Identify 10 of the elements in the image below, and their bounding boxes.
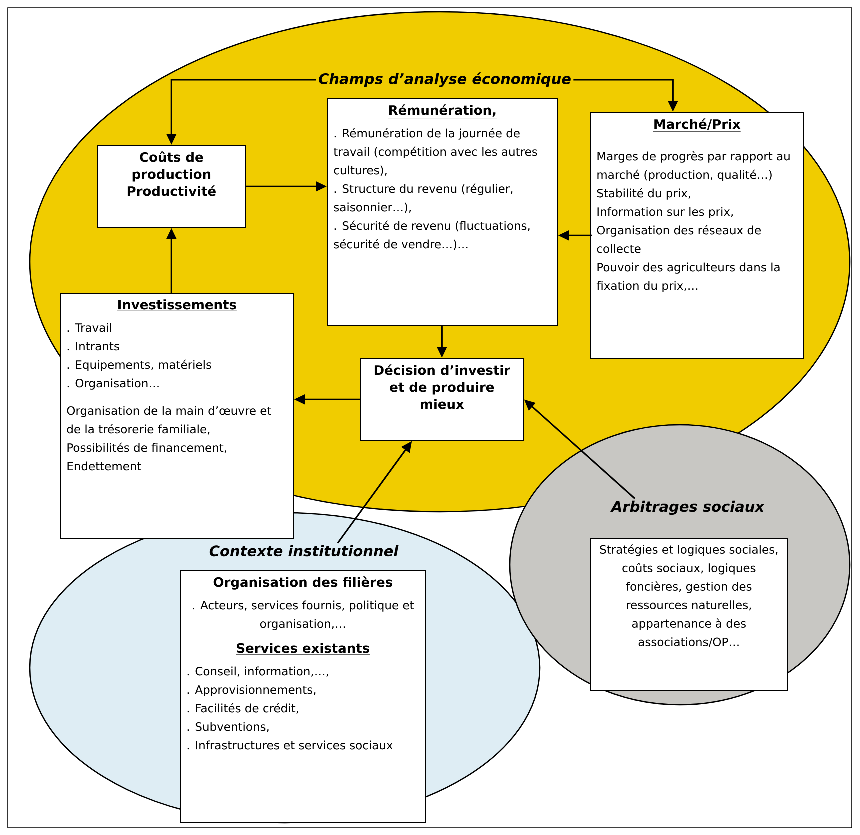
text-box: Coûts de production Productivité [97, 145, 246, 228]
text-box: Organisation des filières . Acteurs, services fournis, politique et organisation,… Services existants . Conseil, information,…, . Approvisionnements, . Facilités de crédit, . Subventions, . Infrastructures et services sociaux [180, 570, 426, 824]
region-title: Contexte institutionnel [210, 545, 399, 557]
text-box: Décision d’investir et de produire mieux [360, 358, 524, 442]
text-box: Marché/Prix Marges de progrès par rapport au marché (production, qualité…) Stabilité du prix, Information sur les prix, Organisation des réseaux de collecte Pouvoir des agriculteurs dans la fixation du prix,… [590, 112, 804, 360]
text-box: Rémunération, . Rémunération de la journée de travail (compétition avec les autres cultures), . Structure du revenu (régulier, saisonnier…), . Sécurité de revenu (fluctuations, sécurité de vendre…)… [327, 98, 558, 326]
region-title: Champs d’analyse économique [319, 72, 571, 88]
region-title: Arbitrages sociaux [610, 500, 765, 516]
text-box: Investissements . Travail . Intrants . Equipements, matériels . Organisation… Organisation de la main d’œuvre et de la trésorerie familiale, Possibilités de financement, Endettement [60, 293, 294, 540]
text-box: Stratégies et logiques sociales, coûts sociaux, logiques foncières, gestion des ressources naturelles, appartenance à des associations/OP… [590, 538, 788, 692]
